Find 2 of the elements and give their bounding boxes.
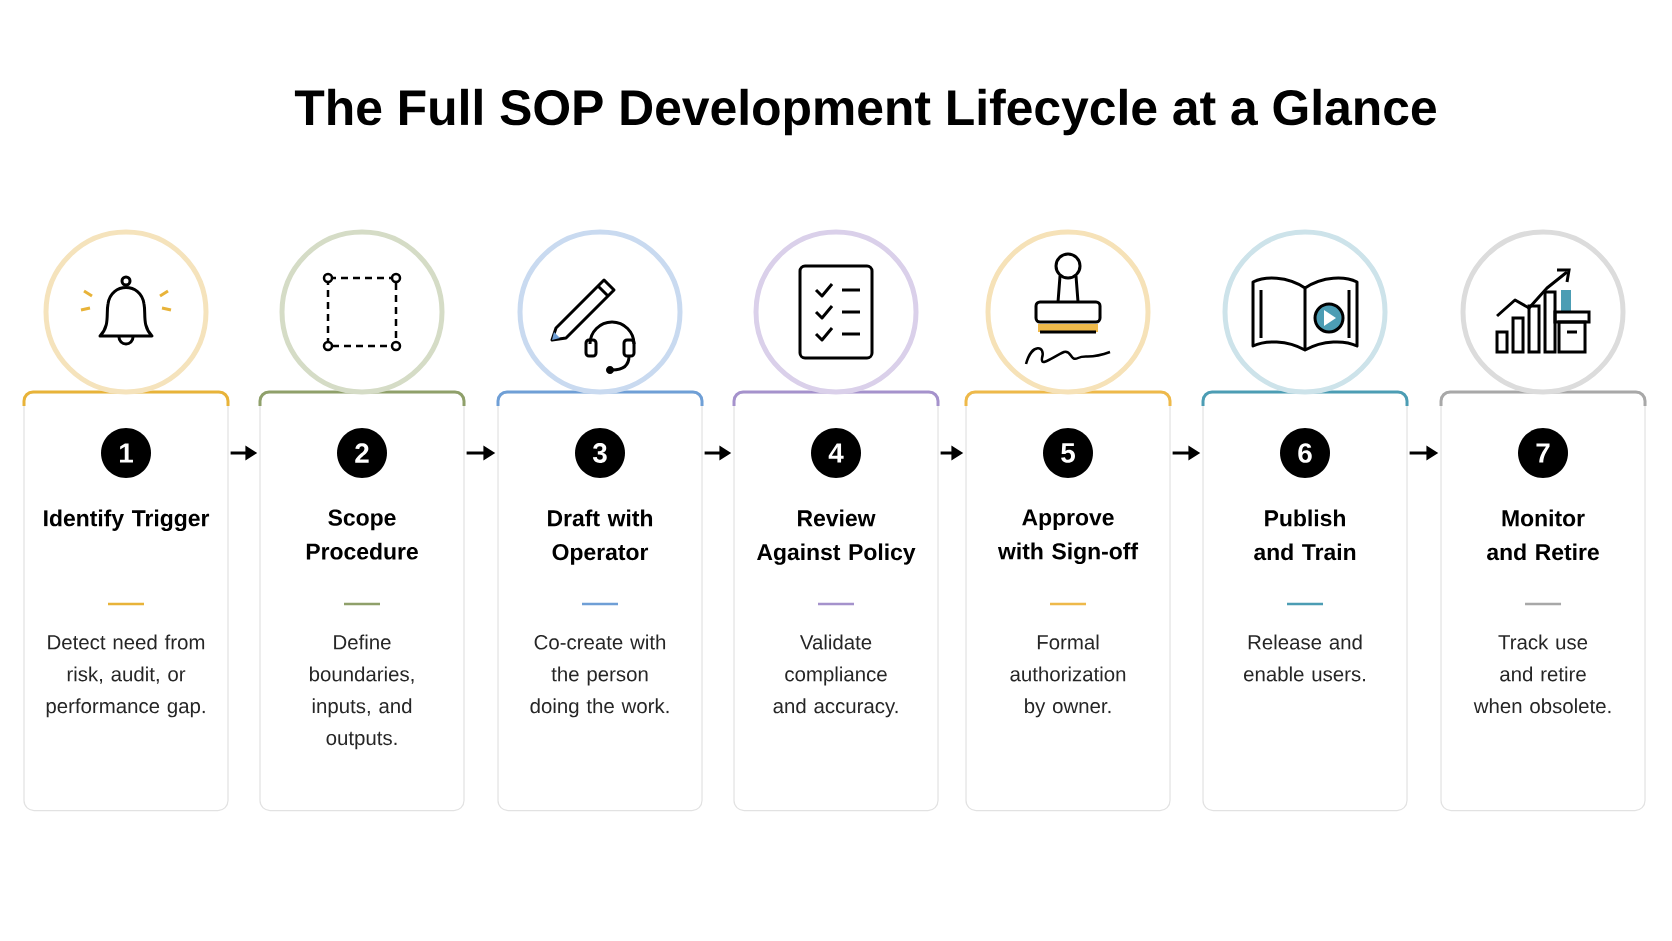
process-card: 7 Monitor and Retire Track use and retire when obsolete. <box>1439 390 1647 812</box>
title: The Full SOP Development Lifecycle at a Glance <box>294 88 1436 136</box>
